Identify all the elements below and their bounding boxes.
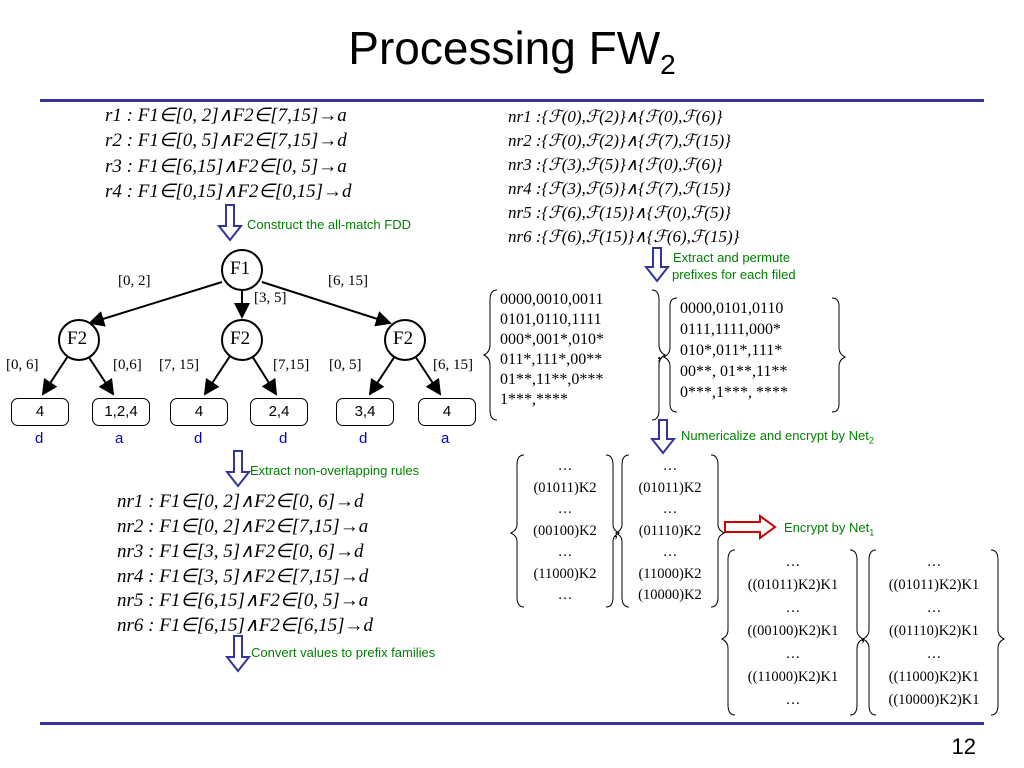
nr-rule: nr2 : F1∈[0, 2]∧F2∈[7,15]→a xyxy=(117,516,369,537)
fdd-edge-label: [0, 6] xyxy=(6,357,39,373)
fdd-edge-label: [7, 15] xyxy=(159,357,199,373)
fdd-action: d xyxy=(35,430,44,447)
fdd-root-label: F1 xyxy=(230,258,251,279)
down-arrow-icon xyxy=(216,204,244,242)
fdd-node-right xyxy=(384,319,426,361)
fdd-leaf: 4 xyxy=(170,398,228,426)
caption-convert-prefix: Convert values to prefix families xyxy=(251,645,436,660)
fdd-edge-label: [0,6] xyxy=(113,357,142,373)
down-arrow-icon xyxy=(649,419,677,455)
caption-encrypt-net1: Encrypt by Net1 xyxy=(784,520,875,538)
caption-construct-fdd: Construct the all-match FDD xyxy=(247,217,411,232)
caption-permute-2: prefixes for each filed xyxy=(672,267,796,282)
down-arrow-icon xyxy=(643,247,671,283)
fdd-edge-label: [6, 15] xyxy=(328,273,368,289)
nr-rule: nr1 : F1∈[0, 2]∧F2∈[0, 6]→d xyxy=(117,491,364,512)
caption-permute-1: Extract and permute xyxy=(673,250,791,265)
fdd-node-middle xyxy=(221,319,263,361)
page-number: 12 xyxy=(951,734,976,759)
nr-rule: nr3 : F1∈[3, 5]∧F2∈[0, 6]→d xyxy=(117,541,364,562)
fdd-edge-label: [3, 5] xyxy=(254,290,287,306)
prefix-family: nr1 :{ℱ(0),ℱ(2)}∧{ℱ(0),ℱ(6)} xyxy=(508,107,723,126)
fdd-leaf: 3,4 xyxy=(336,398,394,426)
net1-set-right: … ((01011)K2)K1 … ((01110)K2)K1 … ((1100… xyxy=(888,554,980,708)
fdd-leaf: 2,4 xyxy=(250,398,308,426)
rule-r1: r1 : F1∈[0, 2]∧F2∈[7,15]→a xyxy=(105,105,347,126)
fdd-action: d xyxy=(279,430,288,447)
prefix-family: nr6 :{ℱ(6),ℱ(15)}∧{ℱ(6),ℱ(15)} xyxy=(508,227,740,246)
down-arrow-icon xyxy=(224,450,252,488)
rule-r4: r4 : F1∈[0,15]∧F2∈[0,15]→d xyxy=(105,181,352,202)
prefix-family: nr3 :{ℱ(3),ℱ(5)}∧{ℱ(0),ℱ(6)} xyxy=(508,155,723,174)
prefix-family: nr2 :{ℱ(0),ℱ(2)}∧{ℱ(7),ℱ(15)} xyxy=(508,131,731,150)
nr-rule: nr5 : F1∈[6,15]∧F2∈[0, 5]→a xyxy=(117,590,369,611)
net1-set-left: … ((01011)K2)K1 … ((00100)K2)K1 … ((1100… xyxy=(747,554,839,708)
fdd-node-left xyxy=(58,319,100,361)
caption-numericalize: Numericalize and encrypt by Net2 xyxy=(681,428,874,446)
fdd-root-node xyxy=(221,249,263,291)
caption-extract-rules: Extract non-overlapping rules xyxy=(250,463,420,478)
net2-set-right: … (01011)K2 … (01110)K2 … (11000)K2 (100… xyxy=(638,458,702,603)
nr-rule: nr4 : F1∈[3, 5]∧F2∈[7,15]→d xyxy=(117,566,369,587)
fdd-edge-label: [6, 15] xyxy=(433,357,473,373)
set-comma: , xyxy=(657,343,662,363)
fdd-node-label: F2 xyxy=(230,328,251,349)
fdd-action: a xyxy=(115,430,124,447)
fdd-edge-label: [0, 2] xyxy=(118,273,151,289)
fdd-edge-label: [0, 5] xyxy=(329,357,362,373)
nr-rule: nr6 : F1∈[6,15]∧F2∈[6,15]→d xyxy=(117,615,374,636)
title-divider xyxy=(40,99,984,102)
fdd-node-label: F2 xyxy=(393,328,414,349)
fdd-action: a xyxy=(441,430,450,447)
net2-set-left: … (01011)K2 … (00100)K2 … (11000)K2 … xyxy=(533,458,597,603)
footer-divider xyxy=(40,722,984,725)
set-comma: , xyxy=(861,628,865,645)
fdd-leaf: 4 xyxy=(11,398,69,426)
prefix-set-right: 0000,0101,0110 0111,1111,000* 010*,011*,… xyxy=(680,300,788,401)
rule-r3: r3 : F1∈[6,15]∧F2∈[0, 5]→a xyxy=(105,156,347,177)
down-arrows xyxy=(216,204,677,673)
fdd-action: d xyxy=(359,430,368,447)
rule-r2: r2 : F1∈[0, 5]∧F2∈[7,15]→d xyxy=(105,130,347,151)
prefix-family: nr5 :{ℱ(6),ℱ(15)}∧{ℱ(0),ℱ(5)} xyxy=(508,203,731,222)
right-arrow-icon xyxy=(724,514,777,540)
slide-title: Processing FW2 xyxy=(348,22,676,80)
fdd-leaf: 4 xyxy=(418,398,476,426)
fdd-edge-label: [7,15] xyxy=(273,357,310,373)
down-arrow-icon xyxy=(224,635,252,673)
fdd-action: d xyxy=(194,430,203,447)
set-comma: , xyxy=(614,524,618,541)
prefix-family: nr4 :{ℱ(3),ℱ(5)}∧{ℱ(7),ℱ(15)} xyxy=(508,179,731,198)
fdd-leaf: 1,2,4 xyxy=(92,398,150,426)
fdd-node-label: F2 xyxy=(67,328,88,349)
prefix-set-left: 0000,0010,0011 0101,0110,1111 000*,001*,… xyxy=(500,291,604,408)
